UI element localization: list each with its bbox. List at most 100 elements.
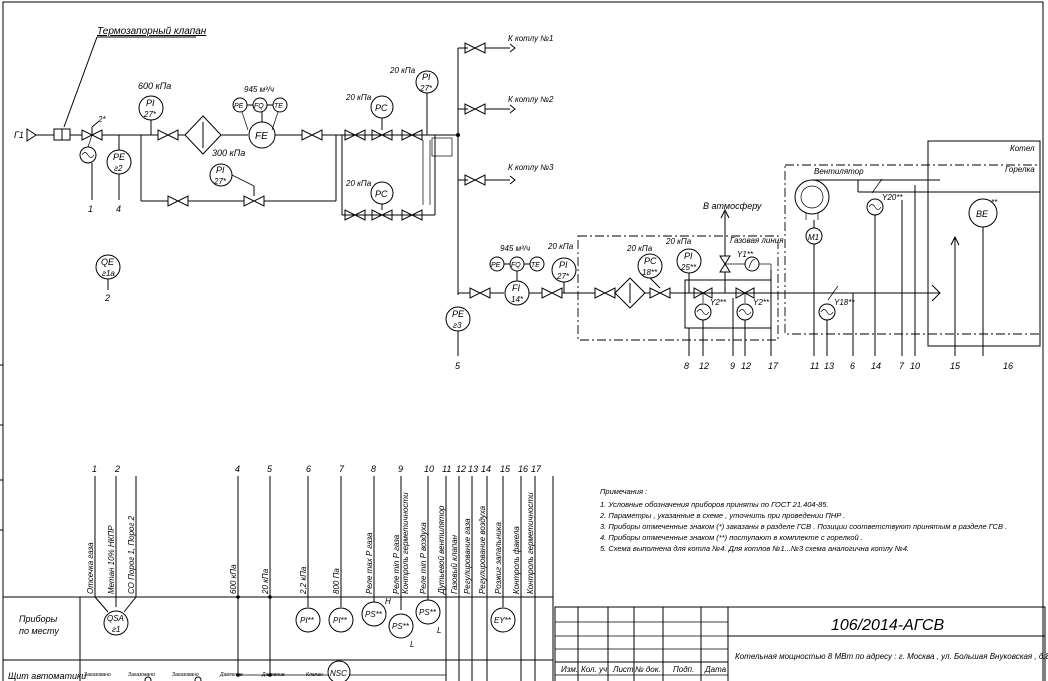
pi-local-7 <box>328 607 354 633</box>
svg-text:Контроль факела: Контроль факела <box>512 526 521 594</box>
svg-text:5. Схема выполнена для котла: 5. Схема выполнена для котла №4. Для кот… <box>600 544 909 553</box>
svg-text:Давление: Давление <box>261 672 285 678</box>
svg-text:2,2 кПа: 2,2 кПа <box>299 566 308 595</box>
svg-text:PE: PE <box>113 152 126 162</box>
svg-text:г1: г1 <box>112 625 120 634</box>
svg-text:L: L <box>410 640 414 649</box>
svg-text:16: 16 <box>518 464 528 474</box>
svg-text:Реле min P газа: Реле min P газа <box>392 534 401 594</box>
svg-text:600 кПа: 600 кПа <box>138 81 171 91</box>
svg-text:25**: 25** <box>680 263 697 272</box>
svg-text:20 кПа: 20 кПа <box>665 237 692 246</box>
svg-text:12: 12 <box>699 361 709 371</box>
svg-text:L: L <box>437 626 441 635</box>
svg-text:17: 17 <box>768 361 779 371</box>
svg-text:QSA: QSA <box>107 614 124 623</box>
panel-notes: Загазовано Загазовано Загазовано Давлени… <box>84 672 323 681</box>
svg-text:1: 1 <box>88 204 93 214</box>
svg-text:8: 8 <box>371 464 376 474</box>
svg-text:13: 13 <box>468 464 478 474</box>
svg-text:PI: PI <box>559 260 568 270</box>
gas-line-label: Газовая линия <box>730 236 784 245</box>
svg-text:FQ: FQ <box>254 103 264 110</box>
svg-text:PI: PI <box>422 72 431 82</box>
svg-text:300 кПа: 300 кПа <box>212 148 245 158</box>
svg-text:M1: M1 <box>808 233 819 242</box>
svg-text:10: 10 <box>910 361 920 371</box>
svg-text:Регулирование воздуха: Регулирование воздуха <box>478 505 487 594</box>
to-boiler-3: К котлу №3 <box>508 163 554 172</box>
svg-text:TE: TE <box>274 103 283 110</box>
svg-text:NSC: NSC <box>330 669 347 678</box>
svg-text:13: 13 <box>824 361 834 371</box>
inlet-arrow-icon <box>26 128 37 142</box>
svg-text:PC: PC <box>375 103 388 113</box>
svg-text:EY**: EY** <box>494 616 512 625</box>
svg-text:PS**: PS** <box>365 610 383 619</box>
te-instrument-a <box>272 97 288 113</box>
svg-text:FQ: FQ <box>511 262 521 269</box>
column-numbers: 1 2 4 5 6 7 8 9 10 11 12 13 14 15 16 17 <box>92 464 542 474</box>
burner-boundary <box>784 164 1041 335</box>
svg-text:5: 5 <box>267 464 273 474</box>
svg-text:Загазовано: Загазовано <box>172 672 199 678</box>
svg-text:PI: PI <box>146 98 155 108</box>
svg-text:15: 15 <box>950 361 961 371</box>
svg-text:27*: 27* <box>143 110 157 119</box>
svg-text:14: 14 <box>481 464 491 474</box>
svg-text:800 Па: 800 Па <box>332 568 341 594</box>
svg-text:PE: PE <box>491 262 501 269</box>
row-label-devices: Приборы <box>19 614 58 624</box>
svg-text:Реле min P воздуха: Реле min P воздуха <box>419 522 428 594</box>
svg-text:Реле max P газа: Реле max P газа <box>365 532 374 594</box>
svg-text:14*: 14* <box>511 295 524 304</box>
svg-text:5: 5 <box>455 361 461 371</box>
svg-text:Регулирование газа: Регулирование газа <box>463 518 472 594</box>
svg-text:PS**: PS** <box>419 608 437 617</box>
svg-text:PC: PC <box>644 256 657 266</box>
svg-text:Контроль герметичности: Контроль герметичности <box>526 492 535 594</box>
svg-text:12: 12 <box>456 464 466 474</box>
svg-text:Изм.: Изм. <box>561 665 578 674</box>
svg-text:7: 7 <box>339 464 345 474</box>
svg-text:4. Приборы отмеченные знаком: 4. Приборы отмеченные знаком (**) поступ… <box>600 533 863 542</box>
svg-text:Y1**: Y1** <box>737 250 754 259</box>
svg-text:**: ** <box>991 198 998 207</box>
svg-text:27*: 27* <box>213 177 227 186</box>
svg-text:945 м³/ч: 945 м³/ч <box>244 85 274 94</box>
svg-text:№ док.: № док. <box>635 665 661 674</box>
svg-text:Метан 10% НКПР: Метан 10% НКПР <box>107 525 116 594</box>
svg-text:1. Условные обозначения прибо: 1. Условные обозначения приборов приняты… <box>600 500 829 509</box>
svg-text:PI**: PI** <box>333 616 348 625</box>
svg-text:Давление: Давление <box>219 672 243 678</box>
drawing-description: Котельная мощностью 8 МВт по адресу : г.… <box>735 652 1048 661</box>
svg-text:12: 12 <box>741 361 751 371</box>
svg-text:20 кПа: 20 кПа <box>345 179 372 188</box>
svg-text:7: 7 <box>899 361 905 371</box>
svg-text:PS**: PS** <box>392 622 410 631</box>
svg-text:2: 2 <box>104 293 110 303</box>
column-labels: Отсечка газа Метан 10% НКПР СО Порог 1, … <box>86 492 535 595</box>
column-lines <box>94 476 554 681</box>
nsc-controller <box>327 660 351 681</box>
svg-text:Клапан: Клапан <box>306 672 323 678</box>
svg-text:2. Параметры , указанные в сх: 2. Параметры , указанные в схеме , уточн… <box>599 511 845 520</box>
svg-text:945 м³/ч: 945 м³/ч <box>500 244 530 253</box>
boiler-box <box>927 140 1041 347</box>
svg-text:600 кПа: 600 кПа <box>229 564 238 594</box>
svg-text:2*: 2* <box>97 115 106 124</box>
qsa-instrument <box>103 610 129 636</box>
svg-text:PC: PC <box>375 189 388 199</box>
ps-local-9 <box>388 613 414 639</box>
burner-package-boundary <box>577 235 779 341</box>
svg-text:20 кПа: 20 кПа <box>547 242 574 251</box>
svg-text:PI: PI <box>684 251 693 261</box>
svg-text:Подп.: Подп. <box>673 665 694 674</box>
svg-text:Дата: Дата <box>704 665 727 674</box>
svg-text:3. Приборы отмеченные знаком: 3. Приборы отмеченные знаком (*) заказан… <box>600 522 1007 531</box>
svg-text:Y2**: Y2** <box>753 298 770 307</box>
svg-text:4: 4 <box>116 204 121 214</box>
svg-text:6: 6 <box>850 361 855 371</box>
